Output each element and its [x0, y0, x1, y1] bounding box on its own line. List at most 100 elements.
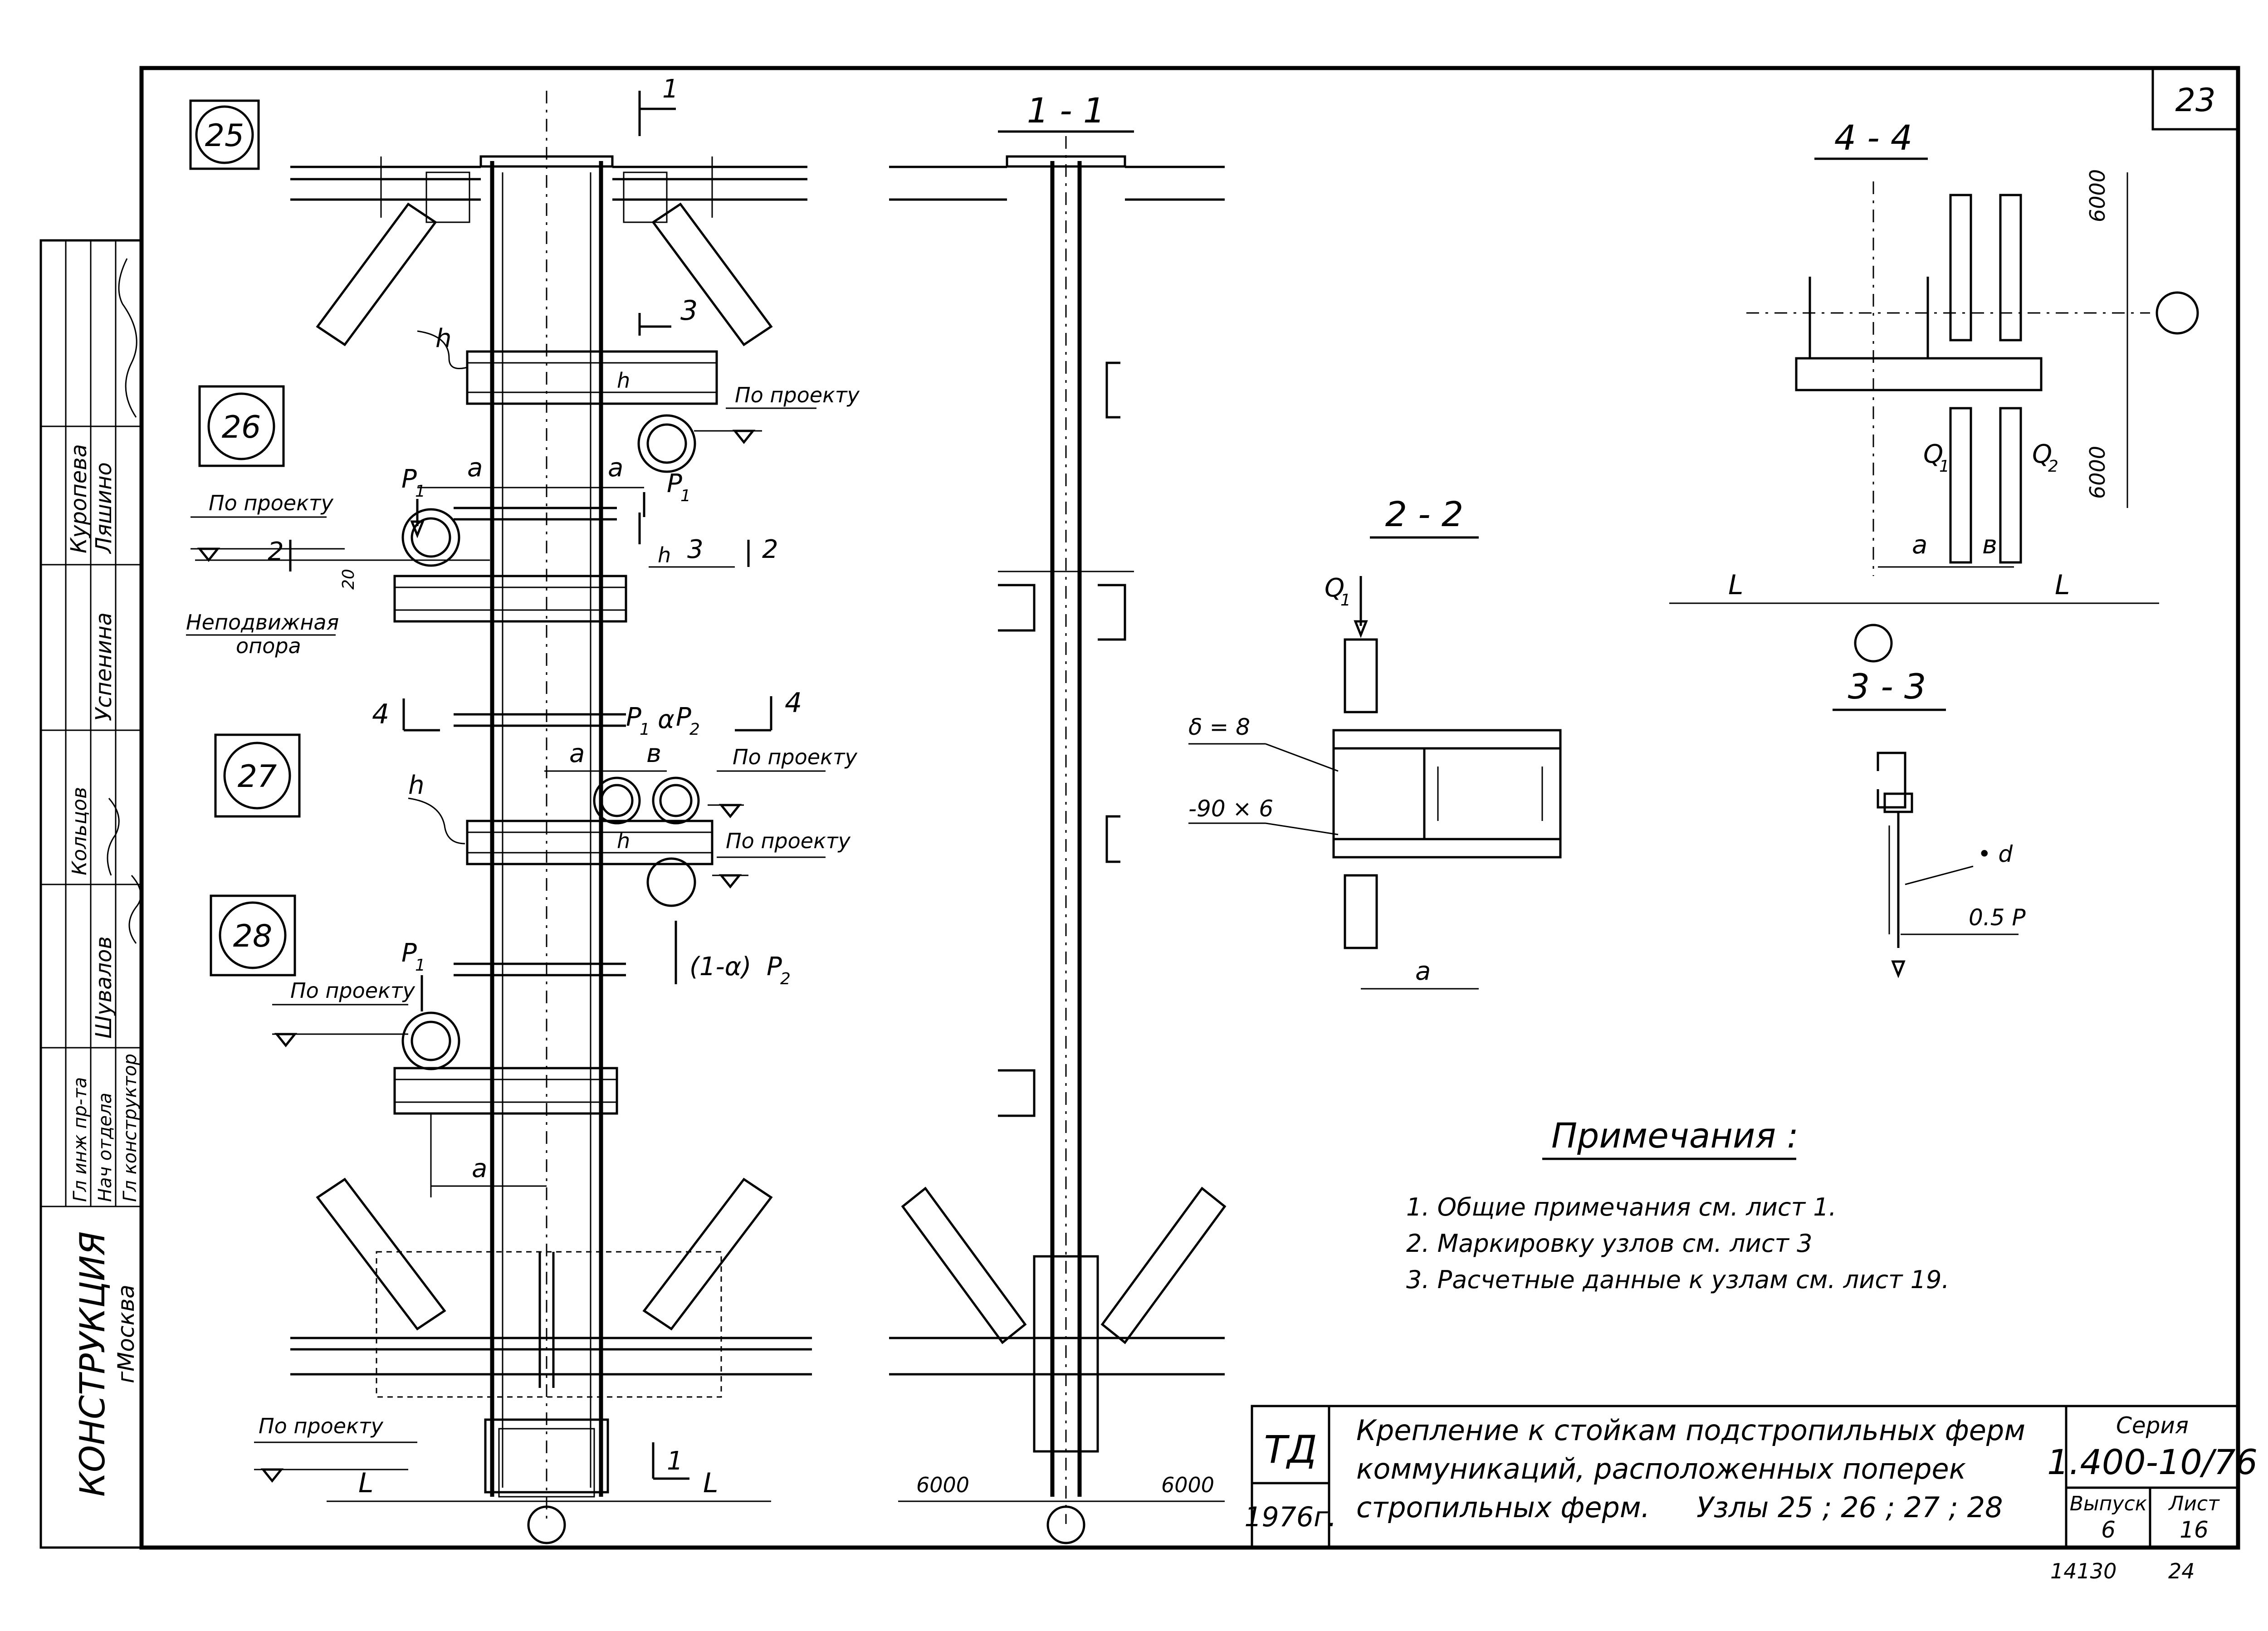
- svg-text:h: h: [617, 368, 630, 393]
- svg-text:1: 1: [415, 482, 425, 501]
- svg-text:a: a: [608, 453, 623, 483]
- stamp-signature-1: [118, 258, 137, 418]
- svg-text:-90 × 6: -90 × 6: [1188, 796, 1273, 822]
- stamp-signature-3: [107, 798, 120, 876]
- svg-text:в: в: [646, 739, 661, 768]
- title-line-3: стропильных ферм.: [1356, 1491, 1650, 1524]
- svg-text:L: L: [358, 1467, 373, 1499]
- node-25-marker: 25: [189, 99, 260, 170]
- sheet-label: Лист: [2168, 1492, 2220, 1515]
- svg-text:a: a: [1912, 530, 1927, 560]
- svg-text:2: 2: [2048, 457, 2058, 476]
- footer-page: 24: [2168, 1559, 2195, 1583]
- stamp-role-2: Нач отдела: [95, 1093, 116, 1202]
- svg-text:По проекту: По проекту: [726, 829, 851, 853]
- svg-text:Неподвижная: Неподвижная: [186, 610, 339, 635]
- svg-text:P: P: [667, 469, 682, 498]
- note-3: 3. Расчетные данные к узлам см. лист 19.: [1406, 1265, 1950, 1294]
- svg-text:2: 2: [762, 535, 778, 564]
- note-1: 1. Общие примечания см. лист 1.: [1406, 1193, 1837, 1221]
- sheet-value: 16: [2180, 1517, 2209, 1543]
- svg-text:• d: • d: [1978, 841, 2013, 867]
- svg-text:25: 25: [205, 118, 244, 154]
- series-value: 1.400-10/76: [2047, 1442, 2258, 1482]
- sheet-number: 23: [2175, 82, 2215, 119]
- svg-text:в: в: [1982, 530, 1997, 560]
- svg-text:P: P: [401, 938, 417, 968]
- title-block: ТД 1976г. Крепление к стойкам подстропил…: [1244, 1405, 2258, 1549]
- svg-text:4 - 4: 4 - 4: [1834, 117, 1912, 158]
- svg-text:a: a: [569, 739, 585, 768]
- svg-text:h: h: [658, 543, 671, 567]
- svg-text:L: L: [2055, 569, 2070, 601]
- svg-text:2: 2: [780, 970, 791, 988]
- svg-text:α: α: [658, 705, 675, 734]
- notes-block: Примечания : 1. Общие примечания см. лис…: [1406, 1115, 1950, 1294]
- node-markers: 25 26 27 28: [189, 99, 301, 977]
- footer-code: 14130: [2050, 1559, 2116, 1583]
- svg-text:26: 26: [222, 410, 261, 445]
- svg-text:1: 1: [680, 487, 691, 505]
- node-27-marker: 27: [214, 733, 301, 818]
- title-line-1: Крепление к стойкам подстропильных ферм: [1356, 1414, 2025, 1447]
- svg-text:4: 4: [785, 687, 802, 719]
- stamp-name-1: Шувалов: [91, 936, 117, 1039]
- svg-text:3: 3: [680, 295, 698, 327]
- node-26-marker: 26: [198, 385, 285, 467]
- svg-text:P: P: [401, 464, 417, 494]
- svg-text:2: 2: [689, 720, 700, 739]
- svg-text:P: P: [626, 703, 641, 732]
- svg-text:27: 27: [238, 759, 277, 795]
- side-stamp: КОНСТРУКЦИЯ гМосква Гл конструктор Нач о…: [39, 239, 143, 1549]
- note-2: 2. Маркировку узлов см. лист 3: [1406, 1229, 1812, 1258]
- svg-text:1: 1: [640, 720, 650, 739]
- svg-text:P: P: [767, 952, 782, 982]
- svg-text:3: 3: [687, 535, 704, 564]
- svg-text:По проекту: По проекту: [735, 383, 860, 407]
- svg-text:a: a: [1415, 957, 1431, 986]
- svg-text:1 - 1: 1 - 1: [1027, 90, 1105, 131]
- series-label: Серия: [2116, 1412, 2189, 1439]
- svg-text:По проекту: По проекту: [259, 1414, 384, 1438]
- svg-text:Q: Q: [2032, 439, 2052, 469]
- svg-text:δ = 8: δ = 8: [1188, 714, 1250, 740]
- svg-text:опора: опора: [236, 634, 301, 658]
- svg-text:L: L: [1728, 569, 1743, 601]
- svg-text:1: 1: [1340, 591, 1351, 610]
- issue-label: Выпуск: [2070, 1492, 2147, 1515]
- stamp-name-2: Ляшино: [91, 462, 117, 554]
- stamp-signature-2: [128, 875, 142, 944]
- stamp-name-3: Куропева: [66, 444, 92, 553]
- svg-text:P: P: [676, 703, 691, 732]
- node-28-marker: 28: [210, 894, 296, 977]
- footer: 14130 24: [2050, 1559, 2195, 1583]
- svg-text:По проекту: По проекту: [733, 745, 858, 769]
- svg-text:1: 1: [1939, 457, 1950, 476]
- svg-text:Q: Q: [1325, 573, 1344, 603]
- svg-text:6000: 6000: [2085, 446, 2110, 499]
- svg-text:По проекту: По проекту: [209, 491, 334, 515]
- svg-text:6000: 6000: [1161, 1473, 1214, 1497]
- svg-text:6000: 6000: [2085, 169, 2110, 222]
- svg-text:По проекту: По проекту: [290, 978, 415, 1003]
- svg-text:1: 1: [667, 1446, 683, 1476]
- section-3-3: 3 - 3 • d 0.5 P: [1833, 666, 2026, 978]
- svg-text:20: 20: [339, 569, 358, 590]
- svg-text:L: L: [703, 1467, 718, 1499]
- svg-text:28: 28: [233, 918, 273, 954]
- stamp-role-3: Гл инж пр-та: [70, 1077, 91, 1202]
- title-year: 1976г.: [1244, 1501, 1336, 1533]
- notes-title: Примечания :: [1551, 1115, 1799, 1156]
- stamp-name-5: Кольцов: [68, 787, 91, 875]
- title-td: ТД: [1264, 1427, 1317, 1472]
- svg-text:2 - 2: 2 - 2: [1385, 494, 1463, 534]
- section-1-1: 1 - 1 6000 6000: [889, 90, 1227, 1544]
- stamp-city: гМосква: [113, 1284, 139, 1383]
- svg-text:a: a: [467, 453, 483, 483]
- svg-text:h: h: [617, 829, 630, 853]
- section-4-4: 4 - 4 6000 6000 Q 1 Q 2 a в L L: [1669, 117, 2199, 663]
- stamp-name-4: Успенина: [91, 612, 117, 721]
- title-line-2: коммуникаций, расположенных поперек: [1356, 1452, 1966, 1485]
- issue-value: 6: [2101, 1517, 2116, 1543]
